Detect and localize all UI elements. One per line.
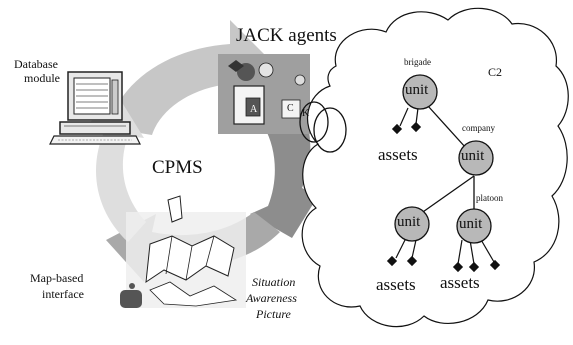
cpms-label: CPMS [152,157,203,178]
level-label-platoon: platoon [476,193,503,203]
map-interface-label-line1: Map-based [30,271,84,285]
unit-nodes [394,74,494,244]
situation-label-line3: Picture [256,307,291,321]
unit-node-platoon-left [394,206,430,242]
arrow-top [108,20,272,135]
connector-loops [299,101,347,153]
database-module-label-line2: module [24,71,60,85]
puzzle-letter-c: C [287,103,294,114]
map-icon [120,195,246,308]
jack-agents-picture [218,54,310,134]
level-label-brigade: brigade [404,57,431,67]
unit-label-company: unit [461,148,485,164]
c2-label: C2 [488,65,503,79]
situation-label-line2: Awareness [246,291,297,305]
unit-label-brigade: unit [405,82,429,98]
situation-label-line1: Situation [252,275,296,289]
level-label-company: company [462,123,495,133]
puzzle-letter-a: A [250,104,258,115]
assets-label-platoon-left: assets [376,275,416,294]
puzzle-letter-k: K [302,108,310,119]
unit-node-platoon-right [456,208,492,244]
c2-cloud [301,7,569,328]
unit-label-platoon-left: unit [397,214,421,230]
unit-node-brigade [402,74,438,110]
map-interface-label-line2: interface [42,287,84,301]
assets-label-brigade: assets [378,145,418,164]
computer-icon [49,71,141,145]
unit-node-company [458,140,494,176]
assets-label-platoon-right: assets [440,273,480,292]
database-module-label-line1: Database [14,57,58,71]
asset-markers [386,107,501,273]
arrow-left [86,96,146,242]
unit-label-platoon-right: unit [459,216,483,232]
jack-agents-label: JACK agents [236,25,337,46]
